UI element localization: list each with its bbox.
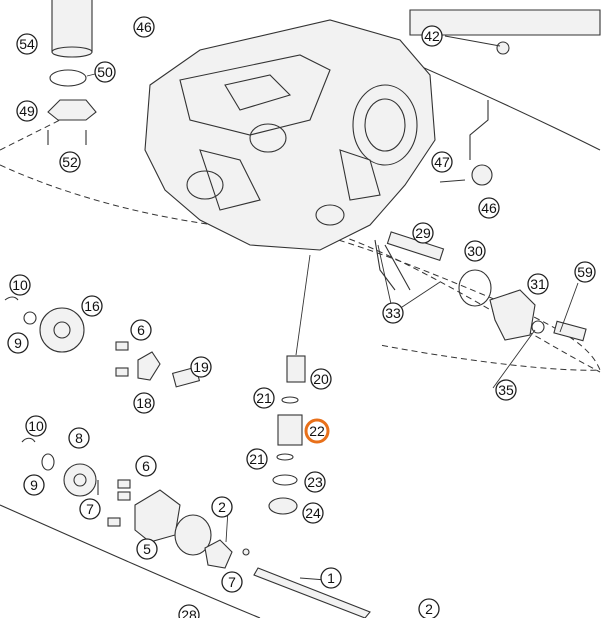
callout-28[interactable]: 28 xyxy=(178,604,200,618)
callout-22-highlighted[interactable]: 22 xyxy=(304,418,330,444)
callout-24[interactable]: 24 xyxy=(302,502,324,524)
lower-group-boundary xyxy=(0,504,261,618)
callout-6-bottom[interactable]: 6 xyxy=(135,455,157,477)
callout-20-label: 20 xyxy=(313,371,329,387)
callout-52-label: 52 xyxy=(62,154,78,170)
callout-5[interactable]: 5 xyxy=(136,538,158,560)
callout-1-label: 1 xyxy=(327,570,335,586)
callout-2-middle[interactable]: 2 xyxy=(211,496,233,518)
crankcase-housing xyxy=(144,19,436,251)
callout-23-label: 23 xyxy=(307,474,323,490)
callout-16[interactable]: 16 xyxy=(81,295,103,317)
callout-42-label: 42 xyxy=(424,28,440,44)
callout-2-bottom[interactable]: 2 xyxy=(418,598,440,618)
callout-46-right[interactable]: 46 xyxy=(478,197,500,219)
callout-9-top-label: 9 xyxy=(14,335,22,351)
callout-49-label: 49 xyxy=(19,103,35,119)
callout-8-label: 8 xyxy=(75,430,83,446)
oil-pump-group-boundary xyxy=(309,231,601,371)
callout-8[interactable]: 8 xyxy=(68,427,90,449)
callout-6-top[interactable]: 6 xyxy=(130,319,152,341)
callout-7-bottom[interactable]: 7 xyxy=(221,571,243,593)
callout-6-bottom-label: 6 xyxy=(142,458,150,474)
callout-52[interactable]: 52 xyxy=(59,151,81,173)
callout-10-bottom[interactable]: 10 xyxy=(25,415,47,437)
callout-9-bottom[interactable]: 9 xyxy=(23,474,45,496)
callout-10-top[interactable]: 10 xyxy=(9,274,31,296)
callout-9-top[interactable]: 9 xyxy=(7,332,29,354)
callout-21-top[interactable]: 21 xyxy=(253,387,275,409)
callout-35[interactable]: 35 xyxy=(495,379,517,401)
callout-7-left[interactable]: 7 xyxy=(79,498,101,520)
callout-33[interactable]: 33 xyxy=(382,302,404,324)
callout-33-label: 33 xyxy=(385,305,401,321)
callout-7-left-label: 7 xyxy=(86,501,94,517)
callout-5-label: 5 xyxy=(143,541,151,557)
callout-2-middle-label: 2 xyxy=(218,499,226,515)
callout-9-bottom-label: 9 xyxy=(30,477,38,493)
callout-10-top-label: 10 xyxy=(12,277,28,293)
callout-20[interactable]: 20 xyxy=(310,368,332,390)
callout-19[interactable]: 19 xyxy=(190,356,212,378)
callout-31-label: 31 xyxy=(530,276,546,292)
callout-50-label: 50 xyxy=(97,64,113,80)
callout-47[interactable]: 47 xyxy=(431,151,453,173)
callout-19-label: 19 xyxy=(193,359,209,375)
callout-35-label: 35 xyxy=(498,382,514,398)
parts-top-left xyxy=(47,0,601,145)
callout-30[interactable]: 30 xyxy=(464,240,486,262)
callout-28-label: 28 xyxy=(181,607,197,618)
callout-7-bottom-label: 7 xyxy=(228,574,236,590)
callout-46-right-label: 46 xyxy=(481,200,497,216)
callout-29[interactable]: 29 xyxy=(412,222,434,244)
group-boundaries xyxy=(0,39,601,618)
callout-31[interactable]: 31 xyxy=(527,273,549,295)
upper-group-boundary xyxy=(0,164,601,373)
callout-49[interactable]: 49 xyxy=(16,100,38,122)
parts-center-stack xyxy=(268,254,311,515)
callout-21-bottom[interactable]: 21 xyxy=(246,448,268,470)
callout-10-bottom-label: 10 xyxy=(28,418,44,434)
callout-18-label: 18 xyxy=(136,395,152,411)
callout-54-label: 54 xyxy=(19,36,35,52)
callout-18[interactable]: 18 xyxy=(133,392,155,414)
callout-42[interactable]: 42 xyxy=(421,25,443,47)
callout-6-top-label: 6 xyxy=(137,322,145,338)
callout-47-label: 47 xyxy=(434,154,450,170)
callout-21-top-label: 21 xyxy=(256,390,272,406)
callout-29-label: 29 xyxy=(415,225,431,241)
parts-lower-left xyxy=(21,437,371,618)
callout-23[interactable]: 23 xyxy=(304,471,326,493)
callout-46-top-label: 46 xyxy=(136,19,152,35)
callout-30-label: 30 xyxy=(467,243,483,259)
callout-21-bottom-label: 21 xyxy=(249,451,265,467)
callout-50[interactable]: 50 xyxy=(94,61,116,83)
callout-59[interactable]: 59 xyxy=(574,261,596,283)
callout-59-label: 59 xyxy=(577,264,593,280)
callout-22-label: 22 xyxy=(309,423,325,439)
callout-16-label: 16 xyxy=(84,298,100,314)
parts-left-middle xyxy=(4,296,201,388)
callout-54[interactable]: 54 xyxy=(16,33,38,55)
callout-46-top[interactable]: 46 xyxy=(133,16,155,38)
callout-24-label: 24 xyxy=(305,505,321,521)
callout-2-bottom-label: 2 xyxy=(425,601,433,617)
upper-left-boundary xyxy=(0,119,61,151)
callout-1[interactable]: 1 xyxy=(320,567,342,589)
parts-right xyxy=(374,100,587,342)
